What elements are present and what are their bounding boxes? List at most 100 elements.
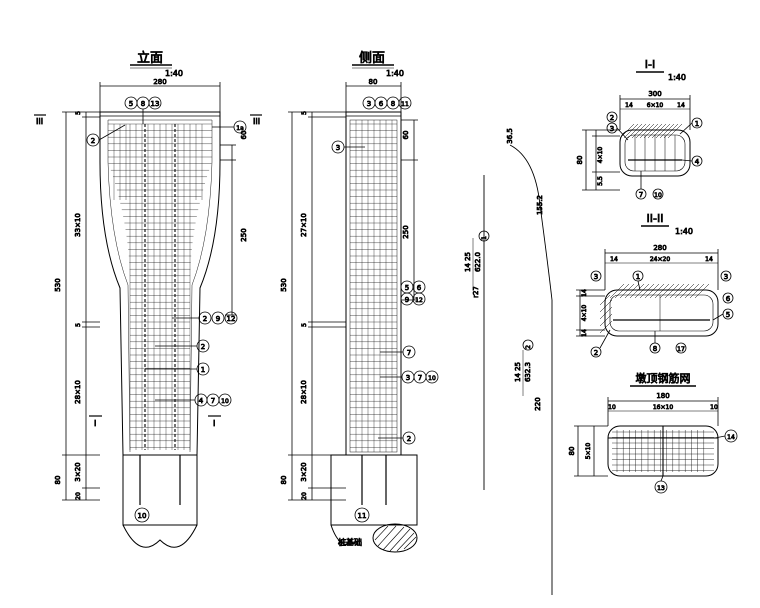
side-callout-3-top: 3	[367, 100, 371, 108]
side-top-width: 80	[369, 78, 378, 86]
elev-dim-20: 20	[75, 492, 82, 500]
side-callout-11: 11	[401, 101, 409, 108]
side-dim-28x10: 28×10	[300, 380, 308, 404]
section2-title: II-II	[647, 212, 664, 225]
elev-dim-5-top: 5	[75, 111, 82, 115]
elevation-top-width: 280	[153, 78, 166, 86]
section2-callout-3-left: 3	[594, 273, 598, 281]
section2-callout-17: 17	[677, 346, 685, 353]
side-callout-7: 7	[407, 349, 411, 357]
bar2-spec: 14 25	[514, 362, 522, 382]
side-dim-5-top: 5	[301, 111, 308, 115]
cap-mesh-dim-80: 80	[568, 447, 576, 456]
section2-width: 280	[653, 244, 666, 252]
side-callout-3b: 3	[406, 374, 410, 382]
elev-callout-bottom: 10	[138, 512, 147, 520]
section1-width: 300	[648, 90, 661, 98]
elev-callout-8: 8	[141, 100, 145, 108]
section2-callout-1: 1	[636, 273, 640, 281]
side-callout-3: 3	[336, 144, 340, 152]
elev-dim-530: 530	[54, 278, 62, 291]
section2-callout-6: 6	[726, 295, 731, 303]
elev-dim-60: 60	[240, 131, 248, 140]
bar-dim-r27: r27	[472, 286, 480, 298]
section1-callout-7: 7	[639, 191, 643, 199]
section1-dim-14-right: 14	[677, 102, 685, 109]
elev-callout-9: 9	[216, 315, 220, 323]
side-dim-20: 20	[301, 492, 308, 500]
section2-callout-5: 5	[726, 311, 730, 319]
elev-dim-250: 250	[240, 228, 248, 241]
section2-callout-8: 8	[653, 345, 657, 353]
bar2-length: 632.3	[524, 362, 532, 382]
elev-section-I-left: I	[94, 419, 96, 428]
bar2-callout: 2	[525, 345, 532, 349]
elev-dim-3x20: 3×20	[74, 462, 82, 481]
elev-callout-7: 7	[211, 397, 215, 405]
section2-scale: 1:40	[675, 227, 693, 236]
elev-section-I-right: I	[213, 419, 215, 428]
side-callout-10: 10	[428, 375, 436, 382]
elev-section-III-right: III	[253, 117, 260, 126]
section-II-II: II-II 1:40 280 14 24×20 14	[576, 212, 734, 358]
side-pile-label: 桩基础	[338, 537, 362, 547]
bar-dim-36-5: 36.5	[506, 128, 514, 144]
cap-mesh: 墩顶钢筋网 180 10 16×10 10 80 5×10 14 13	[568, 371, 738, 494]
section2-dim-4x10: 4×10	[581, 305, 588, 322]
side-dim-27x10: 27×10	[300, 213, 308, 237]
section1-dim-80: 80	[576, 156, 584, 165]
section1-dim-6x10: 6×10	[647, 102, 664, 109]
bar1-length: 622.0	[474, 252, 482, 272]
side-callout-8: 8	[391, 100, 395, 108]
section1-dim-5-5: 5.5	[597, 176, 604, 186]
cap-mesh-width: 180	[656, 392, 669, 400]
section2-dim-24x20: 24×20	[650, 256, 670, 263]
side-callout-7b: 7	[418, 374, 422, 382]
side-scale: 1:40	[386, 69, 404, 78]
section2-callout-2: 2	[594, 349, 598, 357]
section1-scale: 1:40	[668, 73, 686, 82]
section1-callout-3: 3	[610, 125, 614, 133]
side-callout-6: 6	[379, 100, 384, 108]
elev-section-III-left: III	[36, 117, 43, 126]
elevation-rebar-mesh	[107, 119, 213, 453]
bar-detail: 36.5 155.2 14 25 622.0 1 r27 14 25 632.3…	[464, 128, 553, 595]
side-callout-12: 12	[415, 297, 423, 304]
section2-dim-14-right: 14	[705, 256, 713, 263]
elev-callout-4: 4	[199, 397, 204, 405]
section1-dim-14-left: 14	[625, 102, 633, 109]
elevation-scale: 1:40	[165, 69, 183, 78]
pile-hatch	[374, 525, 417, 552]
cap-mesh-dim-10-left: 10	[608, 404, 616, 411]
bar1-spec: 14 25	[464, 252, 472, 272]
elev-dim-5-mid: 5	[75, 323, 82, 327]
side-view: 侧面 1:40 桩基础	[280, 51, 439, 553]
elev-callout-1a: 1a	[236, 125, 244, 132]
section1-title: I-I	[645, 58, 655, 71]
elev-callout-2-low: 2	[201, 343, 205, 351]
cap-mesh-callout-14: 14	[727, 434, 735, 441]
elev-dim-80: 80	[54, 476, 62, 485]
elevation-title: 立面	[137, 51, 163, 66]
side-callout-2: 2	[407, 435, 411, 443]
elev-callout-2-mid: 2	[203, 315, 207, 323]
cap-mesh-callout-13: 13	[657, 485, 665, 492]
section1-dim-4x10: 4×10	[597, 147, 604, 164]
side-callout-9: 9	[405, 296, 409, 304]
elev-callout-10: 10	[221, 398, 229, 405]
side-dim-80: 80	[280, 476, 288, 485]
side-dim-60: 60	[402, 131, 410, 140]
elev-callout-13: 13	[151, 100, 160, 108]
elevation-view: 立面 1:40 280	[34, 51, 262, 548]
section2-dim-14-b: 14	[581, 329, 588, 337]
cap-mesh-title: 墩顶钢筋网	[636, 371, 691, 385]
side-callout-6b: 6	[417, 284, 422, 292]
section1-callout-10: 10	[654, 192, 662, 199]
side-dim-3x20: 3×20	[300, 462, 308, 481]
elev-callout-2-top: 2	[91, 137, 95, 145]
cap-mesh-dim-10-right: 10	[710, 404, 718, 411]
bar-dim-220: 220	[534, 397, 542, 410]
section-I-I: I-I 1:40 300 14 6×10 14	[576, 58, 703, 200]
elev-dim-28x10: 28×10	[74, 380, 82, 404]
